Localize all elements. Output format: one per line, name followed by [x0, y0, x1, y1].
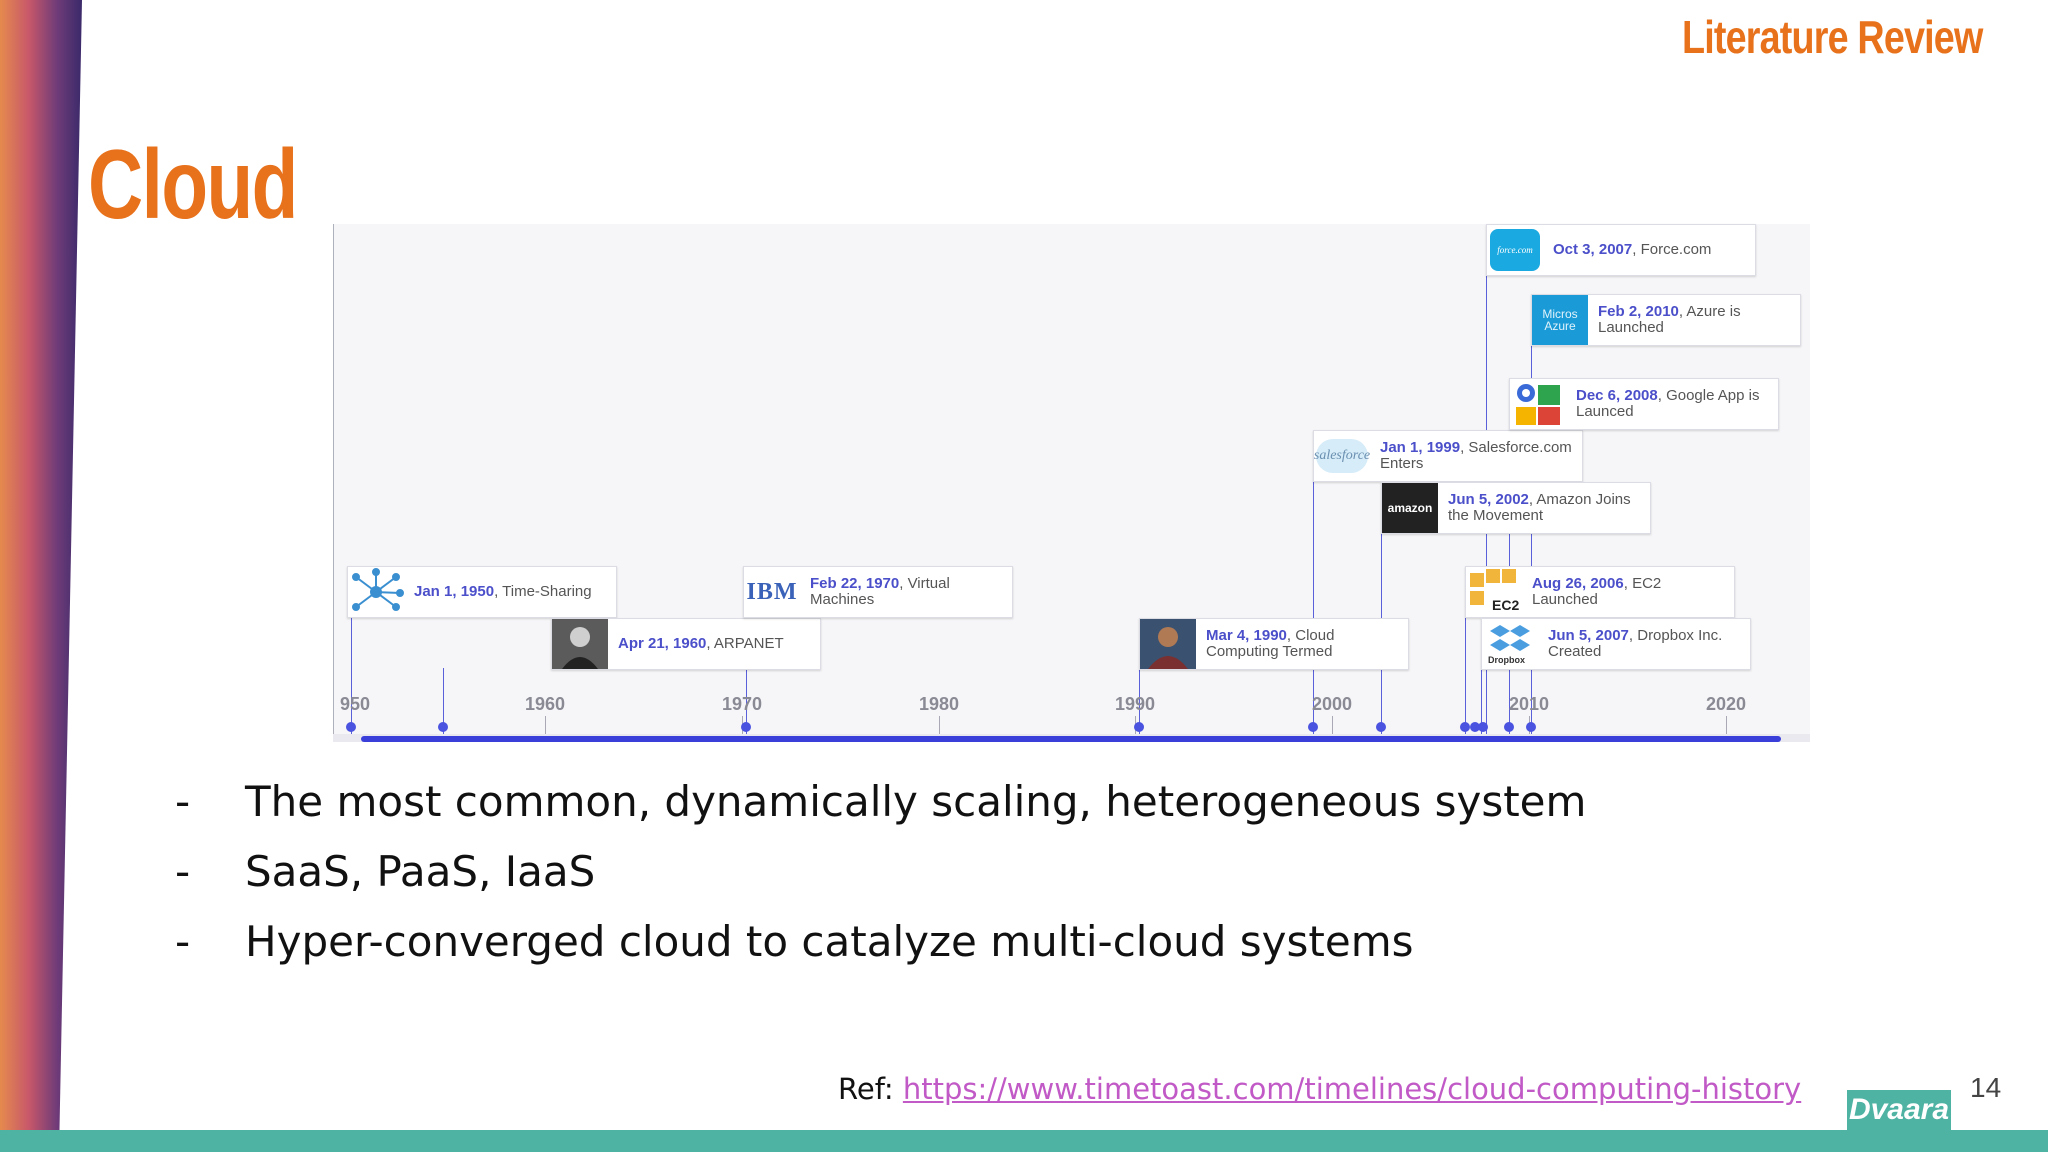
list-item: - Hyper-converged cloud to catalyze mult…: [175, 906, 1586, 976]
reference-line: Ref: https://www.timetoast.com/timelines…: [838, 1072, 1801, 1106]
event-card-vm[interactable]: IBM Feb 22, 1970, Virtual Machines: [743, 566, 1013, 618]
timeline-stem: [351, 616, 352, 736]
timeline-dot: [1526, 722, 1536, 732]
azure-logo: Micros Azure: [1532, 295, 1588, 345]
timeline-dot: [1460, 722, 1470, 732]
page-number: 14: [1970, 1072, 2001, 1104]
google-icon: [1510, 379, 1566, 429]
bullet-dash: -: [175, 777, 245, 826]
event-card-arpanet[interactable]: Apr 21, 1960, ARPANET: [551, 618, 821, 670]
event-text: Oct 3, 2007, Force.com: [1543, 242, 1719, 258]
event-card-timesharing[interactable]: Jan 1, 1950, Time-Sharing: [347, 566, 617, 618]
event-text: Apr 21, 1960, ARPANET: [608, 636, 792, 652]
amazon-logo: amazon: [1382, 483, 1438, 533]
tick-mark: [1332, 716, 1333, 734]
tick-label: 2000: [1312, 694, 1352, 715]
brand-logo: Dvaara: [1847, 1090, 1951, 1130]
bullet-text: SaaS, PaaS, IaaS: [245, 847, 595, 896]
tick-label: 1960: [525, 694, 565, 715]
event-text: Feb 2, 2010, Azure is Launched: [1588, 304, 1800, 336]
timeline-image: 950 1960 1970 1980 1990 2000 2010 2020: [333, 224, 1810, 742]
tick-label: 2010: [1509, 694, 1549, 715]
event-card-azure[interactable]: Micros Azure Feb 2, 2010, Azure is Launc…: [1531, 294, 1801, 346]
tick-label: 2020: [1706, 694, 1746, 715]
timeline-left-axis: [333, 224, 334, 742]
slide-title: Cloud: [88, 128, 297, 241]
portrait-photo: [552, 619, 608, 669]
bottom-band: [0, 1130, 2048, 1152]
ibm-logo: IBM: [744, 567, 800, 617]
timeline-track: [361, 736, 1781, 742]
event-card-forcecom[interactable]: force.com Oct 3, 2007, Force.com: [1486, 224, 1756, 276]
timeline-dot: [1478, 722, 1488, 732]
timeline-stem: [1465, 616, 1466, 736]
salesforce-logo: salesforce: [1314, 431, 1370, 481]
tick-mark: [545, 716, 546, 734]
ec2-logo: EC2: [1466, 567, 1522, 617]
timeline-dot: [438, 722, 448, 732]
bullet-text: The most common, dynamically scaling, he…: [245, 777, 1586, 826]
event-text: Aug 26, 2006, EC2 Launched: [1522, 576, 1734, 608]
event-card-cloudterm[interactable]: Mar 4, 1990, Cloud Computing Termed: [1139, 618, 1409, 670]
event-text: Jun 5, 2002, Amazon Joins the Movement: [1438, 492, 1650, 524]
left-decorative-bar: [0, 0, 82, 1152]
event-text: Jun 5, 2007, Dropbox Inc. Created: [1538, 628, 1750, 660]
portrait-photo: [1140, 619, 1196, 669]
bullet-dash: -: [175, 917, 245, 966]
timeline-dot: [1308, 722, 1318, 732]
tick-label: 950: [340, 694, 370, 715]
tick-mark: [939, 716, 940, 734]
bullet-dash: -: [175, 847, 245, 896]
bullet-text: Hyper-converged cloud to catalyze multi-…: [245, 917, 1414, 966]
reference-link[interactable]: https://www.timetoast.com/timelines/clou…: [903, 1072, 1801, 1106]
tick-label: 1980: [919, 694, 959, 715]
tick-label: 1990: [1115, 694, 1155, 715]
list-item: - SaaS, PaaS, IaaS: [175, 836, 1586, 906]
event-card-googleapp[interactable]: Dec 6, 2008, Google App is Launced: [1509, 378, 1779, 430]
timeline-dot: [346, 722, 356, 732]
list-item: - The most common, dynamically scaling, …: [175, 766, 1586, 836]
reference-label: Ref:: [838, 1072, 903, 1106]
event-card-amazon[interactable]: amazon Jun 5, 2002, Amazon Joins the Mov…: [1381, 482, 1651, 534]
event-text: Mar 4, 1990, Cloud Computing Termed: [1196, 628, 1408, 660]
network-graph-icon: [348, 567, 404, 617]
dropbox-logo: Dropbox: [1482, 619, 1538, 669]
tick-label: 1970: [722, 694, 762, 715]
event-text: Jan 1, 1999, Salesforce.com Enters: [1370, 440, 1582, 472]
bullet-list: - The most common, dynamically scaling, …: [175, 766, 1586, 976]
event-card-salesforce[interactable]: salesforce Jan 1, 1999, Salesforce.com E…: [1313, 430, 1583, 482]
event-text: Feb 22, 1970, Virtual Machines: [800, 576, 1012, 608]
section-title: Literature Review: [1681, 10, 1982, 64]
forcecom-logo: force.com: [1487, 225, 1543, 275]
event-card-dropbox[interactable]: Dropbox Jun 5, 2007, Dropbox Inc. Create…: [1481, 618, 1751, 670]
timeline-dot: [741, 722, 751, 732]
event-text: Jan 1, 1950, Time-Sharing: [404, 584, 600, 600]
timeline-dot: [1134, 722, 1144, 732]
tick-mark: [1726, 716, 1727, 734]
event-text: Dec 6, 2008, Google App is Launced: [1566, 388, 1778, 420]
event-card-ec2[interactable]: EC2 Aug 26, 2006, EC2 Launched: [1465, 566, 1735, 618]
timeline-dot: [1504, 722, 1514, 732]
timeline-dot: [1376, 722, 1386, 732]
